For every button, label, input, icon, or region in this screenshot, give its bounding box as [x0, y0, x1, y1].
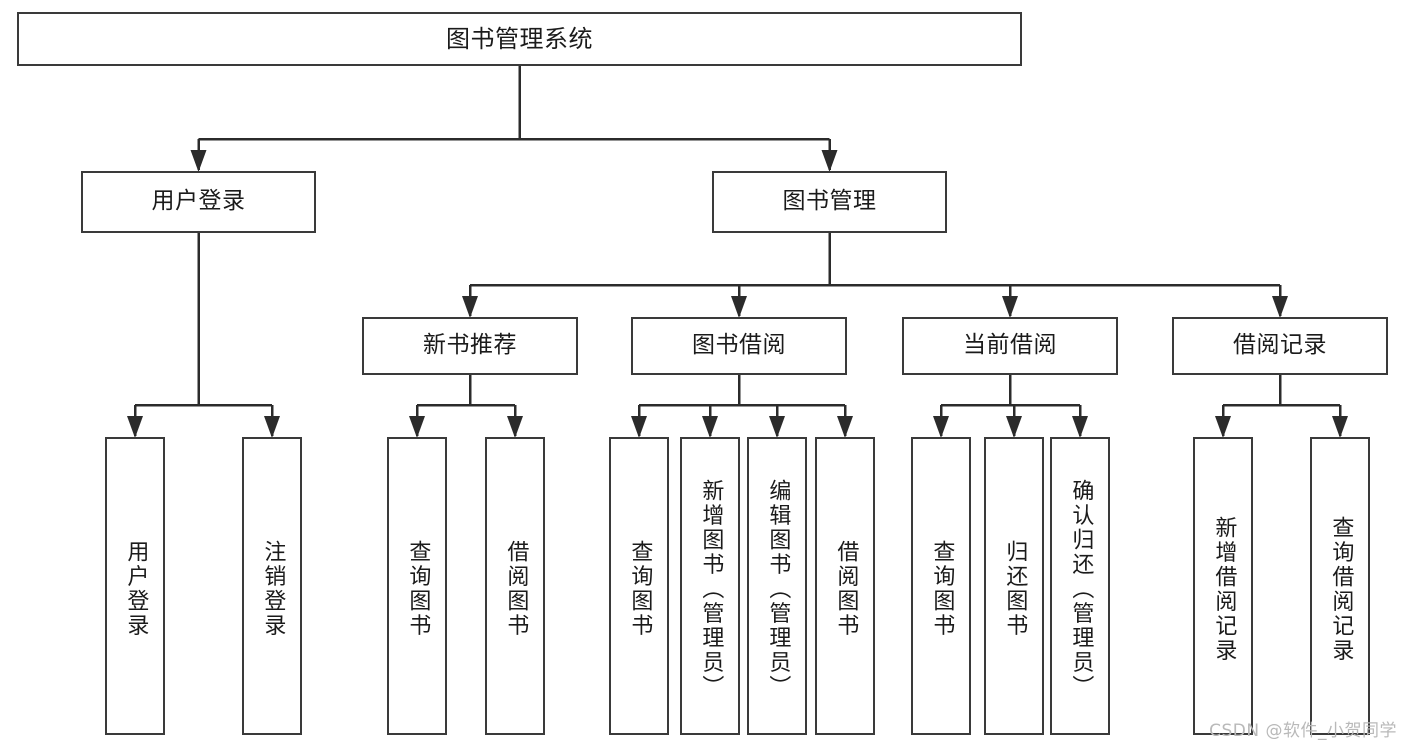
- node-label-leaf-logout: 注销登录: [260, 540, 286, 638]
- node-label-current-borrow: 当前借阅: [963, 332, 1057, 359]
- arrowhead-icon: [1006, 416, 1022, 438]
- node-label-leaf-borrow-book: 借阅图书: [833, 540, 859, 638]
- arrowhead-icon: [821, 150, 838, 172]
- node-label-leaf-query-book-cur: 查询图书: [929, 540, 955, 638]
- arrowhead-icon: [1072, 416, 1088, 438]
- arrowhead-icon: [507, 416, 523, 438]
- node-new-book-rec[interactable]: 新书推荐: [362, 317, 578, 375]
- node-root[interactable]: 图书管理系统: [17, 12, 1022, 66]
- node-label-leaf-user-login: 用户登录: [123, 540, 149, 638]
- node-leaf-add-book[interactable]: 新增图书（管理员）: [680, 437, 740, 735]
- arrowhead-icon: [837, 416, 853, 438]
- node-leaf-confirm-return[interactable]: 确认归还（管理员）: [1050, 437, 1110, 735]
- node-label-new-book-rec: 新书推荐: [423, 332, 517, 359]
- node-label-root: 图书管理系统: [446, 24, 593, 53]
- csdn-watermark: CSDN @软件_小贺同学: [1209, 721, 1397, 741]
- arrowhead-icon: [1002, 296, 1018, 318]
- node-leaf-borrow-book[interactable]: 借阅图书: [815, 437, 875, 735]
- arrowhead-icon: [933, 416, 949, 438]
- node-user-login[interactable]: 用户登录: [81, 171, 316, 233]
- node-label-borrow-record: 借阅记录: [1233, 332, 1327, 359]
- arrowhead-icon: [462, 296, 478, 318]
- arrowhead-icon: [1332, 416, 1348, 438]
- node-label-leaf-add-book: 新增图书（管理员）: [698, 478, 724, 700]
- node-book-borrow[interactable]: 图书借阅: [631, 317, 847, 375]
- arrowhead-icon: [1215, 416, 1231, 438]
- node-leaf-user-login[interactable]: 用户登录: [105, 437, 165, 735]
- node-book-manage[interactable]: 图书管理: [712, 171, 947, 233]
- arrowhead-icon: [702, 416, 718, 438]
- arrowhead-icon: [127, 416, 143, 438]
- arrowhead-icon: [190, 150, 207, 172]
- node-leaf-add-record[interactable]: 新增借阅记录: [1193, 437, 1253, 735]
- node-label-book-borrow: 图书借阅: [692, 332, 786, 359]
- node-leaf-query-book-borrow[interactable]: 查询图书: [609, 437, 669, 735]
- node-label-leaf-query-book-rec: 查询图书: [405, 540, 431, 638]
- node-leaf-borrow-book-rec[interactable]: 借阅图书: [485, 437, 545, 735]
- node-label-leaf-query-record: 查询借阅记录: [1328, 515, 1354, 663]
- node-label-user-login: 用户登录: [151, 188, 246, 215]
- node-label-book-manage: 图书管理: [782, 188, 877, 215]
- node-leaf-return-book[interactable]: 归还图书: [984, 437, 1044, 735]
- node-leaf-logout[interactable]: 注销登录: [242, 437, 302, 735]
- node-label-leaf-return-book: 归还图书: [1002, 540, 1028, 638]
- arrowhead-icon: [731, 296, 747, 318]
- node-borrow-record[interactable]: 借阅记录: [1172, 317, 1388, 375]
- node-leaf-query-book-cur[interactable]: 查询图书: [911, 437, 971, 735]
- node-current-borrow[interactable]: 当前借阅: [902, 317, 1118, 375]
- node-leaf-query-record[interactable]: 查询借阅记录: [1310, 437, 1370, 735]
- node-label-leaf-edit-book: 编辑图书（管理员）: [765, 478, 791, 700]
- arrowhead-icon: [264, 416, 280, 438]
- node-label-leaf-borrow-book-rec: 借阅图书: [503, 540, 529, 638]
- arrowhead-icon: [769, 416, 785, 438]
- node-label-leaf-confirm-return: 确认归还（管理员）: [1068, 478, 1094, 700]
- arrowhead-icon: [1272, 296, 1288, 318]
- node-label-leaf-add-record: 新增借阅记录: [1211, 515, 1237, 663]
- node-leaf-query-book-rec[interactable]: 查询图书: [387, 437, 447, 735]
- node-leaf-edit-book[interactable]: 编辑图书（管理员）: [747, 437, 807, 735]
- arrowhead-icon: [631, 416, 647, 438]
- node-label-leaf-query-book-borrow: 查询图书: [627, 540, 653, 638]
- arrowhead-icon: [409, 416, 425, 438]
